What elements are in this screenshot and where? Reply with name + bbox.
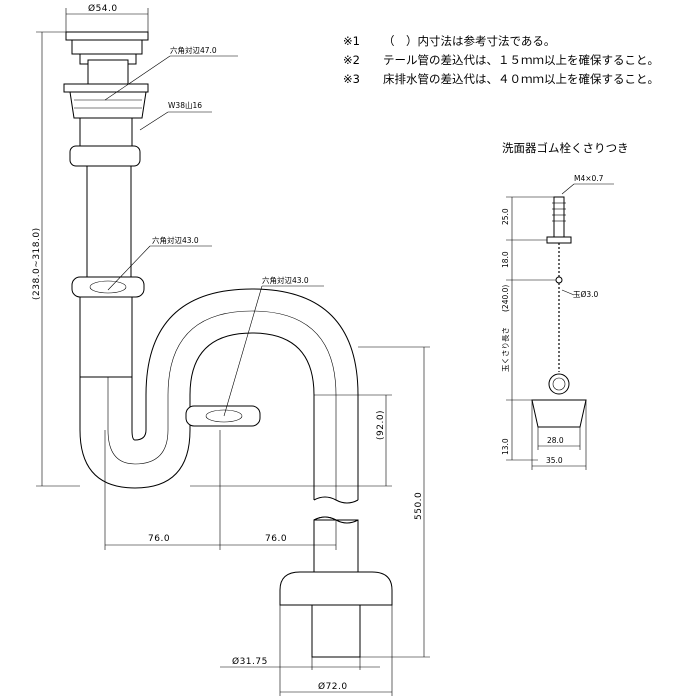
note-1-mark: ※1 (343, 34, 360, 48)
leader-ball (561, 289, 575, 296)
detail-title: 洗面器ゴム栓くさりつき (502, 141, 629, 155)
stopper-nut (546, 236, 572, 244)
detail-dim-18: 18.0 (501, 251, 510, 268)
detail-dim-25: 25.0 (501, 208, 510, 225)
trap-bend-centerline (107, 310, 337, 500)
tail-pipe (86, 165, 132, 279)
hex-nut-47 (87, 59, 129, 85)
leader-hex-mid (107, 245, 151, 291)
washer-plate (63, 83, 149, 93)
dim-offset-right: 76.0 (265, 534, 287, 544)
dim-hex-trap: 六角対辺43.0 (262, 275, 309, 285)
notes-block: ※1 （ ）内寸法は参考寸法である。 ※2 テール管の差込代は、１５ｍｍ以上を確… (343, 34, 659, 86)
detail-chain-label: 玉くさり長さ (501, 327, 510, 372)
detail-chain-length: (240.0) (501, 285, 510, 312)
body-collar (79, 117, 133, 147)
trap-nut-highlight (205, 409, 243, 423)
note-3-mark: ※3 (343, 72, 360, 86)
note-2-mark: ※2 (343, 53, 360, 67)
dim-flange-diameter: Ø72.0 (318, 681, 348, 692)
note-1-text: （ ）内寸法は参考寸法である。 (383, 34, 555, 48)
slip-nut-highlight (89, 280, 127, 294)
detail-stopper-top: 35.0 (546, 456, 563, 465)
dim-overall-height: (238.0~318.0) (32, 227, 42, 300)
rubber-stopper (531, 399, 587, 428)
trap-nut-43 (185, 405, 261, 427)
dim-top-diameter: Ø54.0 (88, 3, 118, 14)
detail-stopper-bottom: 28.0 (547, 436, 564, 445)
dim-hex-top: 六角対辺47.0 (170, 45, 217, 55)
main-dimensions: Ø54.0 六角対辺47.0 W38山16 六角対辺43.0 六角対辺43.0 … (32, 3, 430, 696)
detail-stopper-height: 13.0 (501, 438, 510, 455)
dim-trap-depth: (92.0) (376, 410, 386, 440)
dim-total-height: 550.0 (414, 492, 424, 520)
note-3-text: 床排水管の差込代は、４０ｍｍ以上を確保すること。 (383, 72, 659, 86)
drain-cap (65, 31, 149, 41)
pipe-break-top (313, 496, 359, 504)
lock-nut (69, 145, 141, 167)
stopper-detail: 洗面器ゴム栓くさりつき M4×0.7 玉Ø3.0 25.0 18.0 (240.… (501, 141, 629, 470)
dim-pipe-diameter: Ø31.75 (232, 656, 268, 667)
leader-bolt (561, 183, 575, 195)
leader-thread (139, 111, 169, 131)
floor-pipe (311, 604, 361, 658)
note-2-text: テール管の差込代は、１５ｍｍ以上を確保すること。 (383, 53, 659, 67)
detail-bolt: M4×0.7 (574, 174, 604, 183)
detail-ball: 玉Ø3.0 (573, 290, 599, 299)
stopper-ring (548, 373, 570, 395)
leader-hex-47 (104, 55, 171, 101)
dim-hex-mid: 六角対辺43.0 (152, 235, 199, 245)
slip-nut-43 (71, 276, 145, 298)
drain-body-top (71, 39, 143, 55)
trap-bend-outer-top (131, 288, 359, 500)
leader-hex-trap (223, 285, 263, 417)
dim-offset-left: 76.0 (148, 534, 170, 544)
stopper-ring-inner (552, 377, 566, 391)
trap-inlet-pipe (79, 296, 133, 378)
threaded-body (69, 91, 147, 119)
floor-flange (279, 571, 393, 606)
main-trap-assembly (63, 31, 393, 658)
chain-ball (555, 276, 563, 284)
dim-thread: W38山16 (168, 100, 202, 110)
